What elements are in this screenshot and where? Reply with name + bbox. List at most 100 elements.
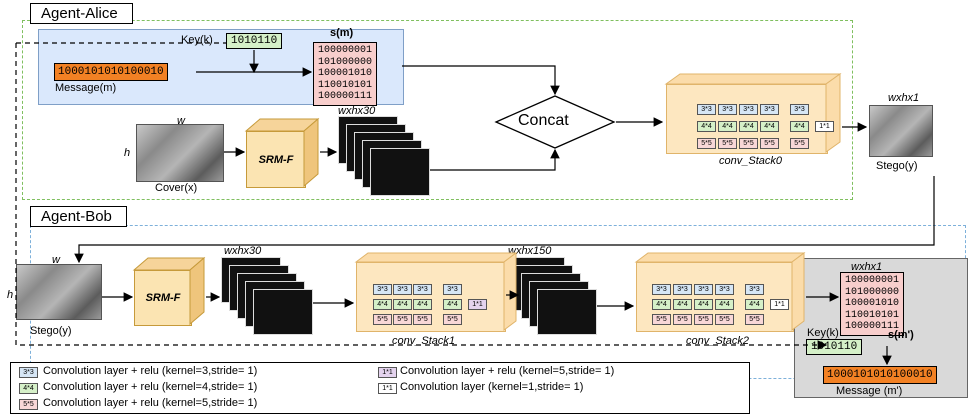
matrix-row: 101000000 <box>318 56 373 68</box>
conv4-cell: 4*4 <box>413 299 432 310</box>
conv5-cell: 5*5 <box>393 314 412 325</box>
conv1-cell: 1*1 <box>770 299 789 310</box>
alice-secret-label: s(m) <box>330 27 354 39</box>
legend-swatch-conv1-relu: 1*1 <box>378 367 397 378</box>
conv5-cell: 5*5 <box>715 314 734 325</box>
conv3-cell: 3*3 <box>393 284 412 295</box>
bob-title: Agent-Bob <box>30 206 127 227</box>
conv4-cell: 4*4 <box>739 121 758 132</box>
bob-feature2-dim: wxhx150 <box>508 245 552 257</box>
conv3-cell: 3*3 <box>652 284 671 295</box>
bob-srm-cube-sides <box>132 256 206 326</box>
conv3-cell: 3*3 <box>673 284 692 295</box>
conv3-cell: 3*3 <box>745 284 764 295</box>
conv5-cell: 5*5 <box>718 138 737 149</box>
bob-secret-matrix: 100000001 101000000 100001010 110010101 … <box>840 272 905 336</box>
stack-3d-edges <box>354 73 842 331</box>
conv3-cell: 3*3 <box>413 284 432 295</box>
feature-map <box>370 148 430 196</box>
conv3-cell: 3*3 <box>697 104 716 115</box>
legend-item-conv1: Convolution layer (kernel=1,stride= 1) <box>400 381 584 393</box>
conv5-cell: 5*5 <box>413 314 432 325</box>
legend-swatch-conv1: 1*1 <box>378 383 397 394</box>
conv4-cell: 4*4 <box>694 299 713 310</box>
conv4-cell: 4*4 <box>443 299 462 310</box>
conv5-cell: 5*5 <box>790 138 809 149</box>
conv4-cell: 4*4 <box>697 121 716 132</box>
matrix-row: 100000001 <box>845 275 900 286</box>
conv4-cell: 4*4 <box>393 299 412 310</box>
stack2-label: conv_Stack2 <box>686 335 749 347</box>
conv5-cell: 5*5 <box>652 314 671 325</box>
bob-message-label: Message (m') <box>836 385 903 397</box>
feature-map <box>253 289 313 335</box>
legend-swatch-conv4: 4*4 <box>19 383 38 394</box>
cover-h-label: h <box>124 147 131 159</box>
conv3-cell: 3*3 <box>694 284 713 295</box>
legend-item-conv4: Convolution layer + relu (kernel=4,strid… <box>43 381 258 393</box>
bob-out-dim: wxhx1 <box>851 261 883 273</box>
bob-stego-w: w <box>52 254 60 266</box>
alice-feature-dim: wxhx30 <box>338 105 376 117</box>
conv4-cell: 4*4 <box>652 299 671 310</box>
bob-message-bits: 1000101010100010 <box>823 366 937 384</box>
bob-stego-image <box>16 264 102 320</box>
matrix-row: 100000111 <box>845 321 900 332</box>
bob-feature-dim: wxhx30 <box>224 245 262 257</box>
conv5-cell: 5*5 <box>373 314 392 325</box>
conv4-cell: 4*4 <box>745 299 764 310</box>
concat-diamond <box>494 95 616 149</box>
stack0-label: conv_Stack0 <box>719 155 782 167</box>
conv4-cell: 4*4 <box>715 299 734 310</box>
matrix-row: 100000111 <box>318 91 373 102</box>
conv3-cell: 3*3 <box>718 104 737 115</box>
legend-item-conv1-relu: Convolution layer + relu (kernel=5,strid… <box>400 365 615 377</box>
conv4-cell: 4*4 <box>760 121 779 132</box>
feature-map <box>537 289 597 335</box>
legend-item-conv3: Convolution layer + relu (kernel=3,strid… <box>43 365 258 377</box>
conv3-cell: 3*3 <box>790 104 809 115</box>
alice-stego-label: Stego(y) <box>876 160 918 172</box>
bob-stego-h: h <box>7 289 14 301</box>
cover-image <box>136 124 224 182</box>
conv3-cell: 3*3 <box>760 104 779 115</box>
conv3-cell: 3*3 <box>739 104 758 115</box>
alice-srm-cube-sides <box>244 117 320 188</box>
conv5-cell: 5*5 <box>673 314 692 325</box>
concat-label: Concat <box>518 112 569 129</box>
stack1-label: conv_Stack1 <box>392 335 455 347</box>
conv5-cell: 5*5 <box>694 314 713 325</box>
conv1-cell: 1*1 <box>468 299 487 310</box>
matrix-row: 100001010 <box>845 298 900 309</box>
legend-item-conv5: Convolution layer + relu (kernel=5,strid… <box>43 397 258 409</box>
matrix-row: 101000000 <box>845 286 900 298</box>
conv3-cell: 3*3 <box>373 284 392 295</box>
conv4-cell: 4*4 <box>373 299 392 310</box>
alice-stego-dim: wxhx1 <box>888 92 920 104</box>
conv5-cell: 5*5 <box>739 138 758 149</box>
bob-secret-label: s(m') <box>888 329 914 341</box>
conv4-cell: 4*4 <box>718 121 737 132</box>
cover-w-label: w <box>177 115 185 127</box>
bob-srm-cube: SRM-F <box>134 270 192 326</box>
legend: 3*3 Convolution layer + relu (kernel=3,s… <box>10 362 750 414</box>
bob-stego-label: Stego(y) <box>30 325 72 337</box>
matrix-row: 110010101 <box>845 309 900 321</box>
cover-label: Cover(x) <box>155 182 198 194</box>
conv4-cell: 4*4 <box>790 121 809 132</box>
conv5-cell: 5*5 <box>760 138 779 149</box>
conv5-cell: 5*5 <box>697 138 716 149</box>
alice-message-bits: 1000101010100010 <box>54 63 168 81</box>
conv5-cell: 5*5 <box>443 314 462 325</box>
bob-key-label: Key(k) <box>807 327 839 339</box>
legend-swatch-conv3: 3*3 <box>19 367 38 378</box>
alice-message-label: Message(m) <box>55 82 117 94</box>
conv3-cell: 3*3 <box>715 284 734 295</box>
stego-image <box>869 105 933 157</box>
legend-swatch-conv5: 5*5 <box>19 399 38 410</box>
matrix-row: 100000001 <box>318 45 373 56</box>
conv3-cell: 3*3 <box>443 284 462 295</box>
